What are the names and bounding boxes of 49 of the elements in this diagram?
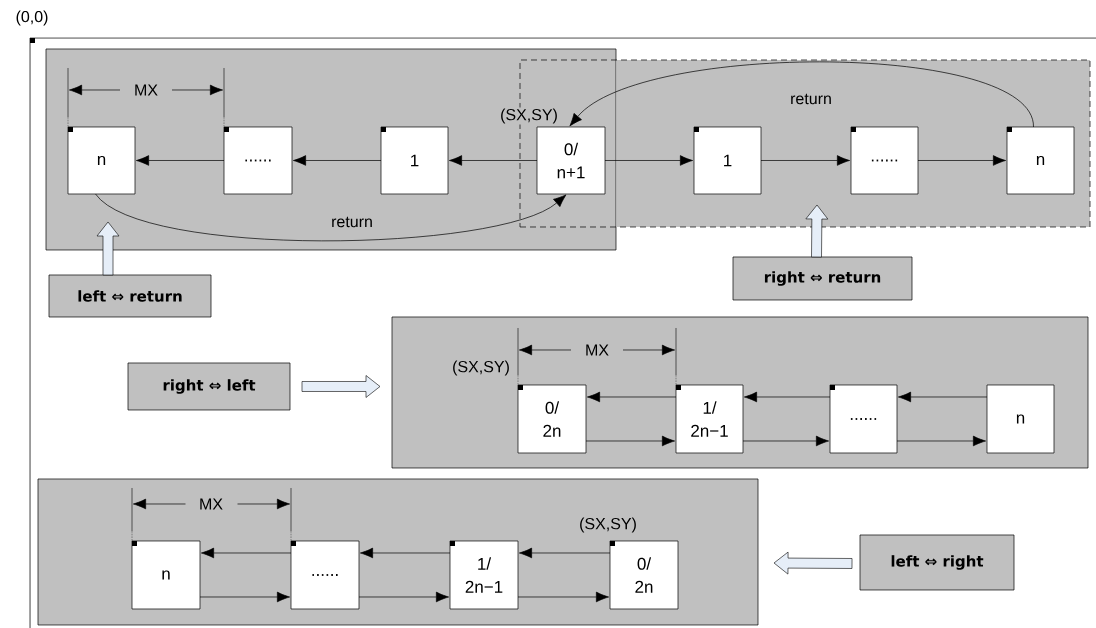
arrow [587,391,677,403]
element-box: 1/ 2n−1 [675,384,744,454]
arrow [604,155,693,166]
arrow [744,391,831,403]
label-box: right ⇔ return [732,256,913,301]
label: (0,0) [16,10,48,26]
element-box: ...... [290,540,360,610]
arrow [449,155,538,166]
arrow [760,155,850,166]
arrow [585,435,675,447]
element-box: ...... [223,126,293,195]
arrow [519,547,611,559]
element-box: 0/ 2n [517,384,587,454]
block-arrow [773,551,853,575]
label-box: right ⇔ left [127,362,291,411]
block-arrow [96,221,120,276]
edge-label: return [329,215,375,229]
arrow [896,435,986,447]
arrow [199,591,290,603]
edge-label: return [788,92,834,106]
element-box: n [131,540,201,610]
element-box: n [986,384,1055,454]
element-box: n [1006,126,1075,195]
arrow [517,591,609,603]
label-box: left ⇔ right [859,534,1015,591]
element-box: 1/ 2n−1 [449,540,519,610]
arrow [358,591,449,603]
arrow [201,547,292,559]
element-box: ...... [829,384,898,454]
arrow [95,193,567,242]
element-box: n [67,126,136,195]
arrow [917,155,1006,166]
label-box: left ⇔ return [48,274,212,318]
block-arrow [301,375,381,398]
arrow [569,61,1034,128]
element-box: 0/ 2n [609,540,679,610]
element-box: 0/ n+1 [536,126,606,195]
label: MX [133,83,159,97]
arrow [360,547,451,559]
block-arrow [805,204,829,258]
label: MX [584,343,610,357]
arrow [742,435,829,447]
arrow [136,155,225,166]
label: MX [198,497,224,511]
element-box: 1 [380,126,449,195]
element-box: 1 [693,126,762,195]
arrow [293,155,382,166]
arrow [898,391,988,403]
element-box: ...... [850,126,919,195]
